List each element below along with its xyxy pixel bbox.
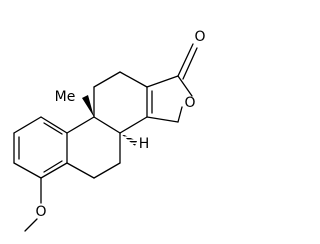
ring-oxygen-label: O — [184, 95, 195, 111]
aromatic-ring — [13, 116, 68, 179]
hydrogen-hash-bond — [120, 133, 137, 146]
lactone-ring — [146, 75, 193, 123]
methyl-text: Me — [55, 89, 76, 105]
ring-c — [93, 71, 153, 134]
stereo-hydrogen-label: H — [139, 136, 150, 152]
chemical-structure: Me O O O H — [13, 29, 206, 232]
methoxy-oxygen-label: O — [35, 204, 46, 220]
methyl-wedge-bond — [82, 95, 94, 117]
ring-b — [66, 116, 121, 179]
carbonyl-oxygen-label: O — [194, 29, 205, 45]
methoxy-group — [24, 177, 42, 232]
carbonyl-bond — [177, 43, 198, 80]
methyl-label: Me — [55, 89, 76, 105]
